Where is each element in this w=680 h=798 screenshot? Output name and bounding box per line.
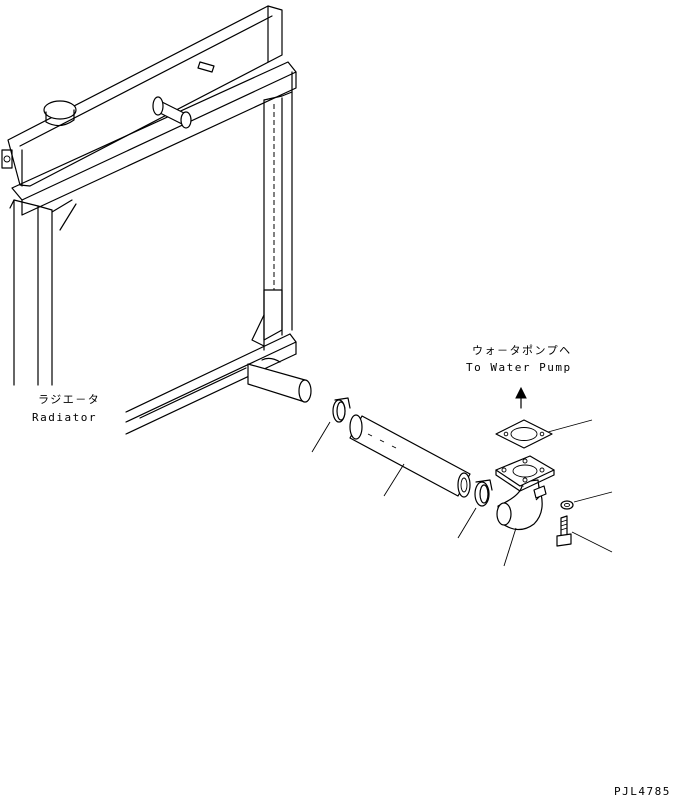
- drawing-code: PJL4785: [614, 785, 671, 798]
- leader-clamp-1: [311, 421, 331, 453]
- leader-washer: [573, 491, 613, 503]
- leader-clamp-2: [457, 507, 477, 539]
- lower-outlet-pipe: [247, 363, 306, 403]
- washer: [560, 500, 574, 510]
- elbow-pipe: [495, 455, 555, 531]
- gasket: [495, 419, 553, 449]
- leader-bolt: [571, 531, 613, 553]
- radiator-cap: [43, 100, 77, 120]
- rubber-hose: [349, 414, 471, 498]
- hose-clamp-1: [332, 397, 351, 423]
- arrow-to-water-pump: [515, 386, 527, 409]
- radiator-label-en: Radiator: [32, 411, 97, 424]
- bolt: [556, 515, 572, 547]
- leader-hose: [383, 463, 405, 497]
- radiator-label-jp: ラジエ－タ: [38, 393, 100, 406]
- radiator-assembly: [1, 5, 312, 435]
- water-pump-label-jp: ウォ－タポンプヘ: [472, 344, 572, 357]
- water-pump-label-en: To Water Pump: [466, 361, 572, 374]
- leader-gasket: [547, 419, 593, 433]
- leader-elbow: [503, 527, 517, 567]
- hose-clamp-2: [474, 479, 493, 507]
